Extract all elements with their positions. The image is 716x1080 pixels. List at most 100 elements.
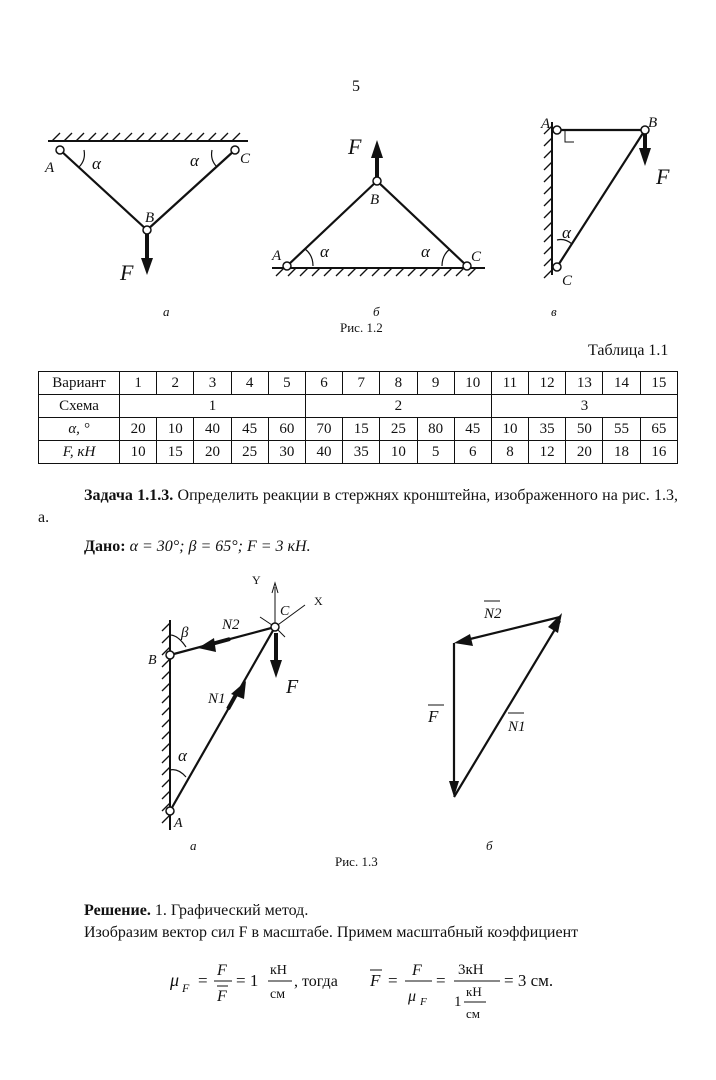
formula-eq4: = [436, 971, 446, 990]
fig12v-F: F [655, 164, 670, 189]
fig12-v: A B F α C в [540, 115, 670, 319]
task-paragraph: Задача 1.1.3. Определить реакции в стерж… [38, 485, 678, 529]
figure-1-3: Y X C N2 β B N1 F α A а N2 F N1 б Рис. 1… [148, 573, 562, 869]
task-text: Определить реакции в стержнях кронштейна… [38, 487, 679, 526]
formula-eq2: = 1 [236, 971, 258, 990]
fig12b-B: B [370, 192, 379, 208]
table-cell: 12 [528, 371, 567, 395]
table-cell: 2 [156, 371, 195, 395]
scale-formula: μ F = F F = 1 кН см , тогда F = F μ F = … [169, 962, 553, 1021]
fig12v-B: B [648, 115, 657, 131]
table-row: Вариант 1 2 3 4 5 6 7 8 9 10 11 12 13 14… [38, 371, 679, 395]
fig12a-F: F [119, 260, 134, 285]
formula-eq1: = [198, 971, 208, 990]
solution-line2: Изобразим вектор сил F в масштабе. Приме… [84, 922, 684, 944]
table-cell: 60 [267, 417, 306, 441]
table-cell: 6 [453, 440, 492, 464]
fig12b-label: б [373, 304, 380, 319]
table-cell: 6 [304, 371, 344, 395]
table-cell: 45 [230, 417, 269, 441]
formula-unit-den: см [270, 987, 285, 1002]
fig12v-label: в [551, 304, 557, 319]
table-cell: 40 [304, 440, 344, 464]
table-cell: 10 [490, 417, 530, 441]
fig12v-A: A [540, 116, 551, 132]
fig12b-A: A [271, 248, 282, 264]
table-cell: 10 [118, 440, 158, 464]
fig13-a: Y X C N2 β B N1 F α A а [148, 573, 323, 853]
table-cell: 11 [490, 371, 530, 395]
table-cell: 15 [639, 371, 679, 395]
formula-den1: F [216, 988, 227, 1005]
formula-den3-num: кН [466, 984, 482, 999]
fig12v-alpha: α [562, 223, 572, 242]
table-cell: 8 [379, 371, 418, 395]
fig12-b: A α α C B F б [271, 134, 485, 319]
table-cell: 55 [602, 417, 641, 441]
formula-lhs: F [369, 971, 381, 990]
fig13-b: N2 F N1 б [427, 600, 562, 853]
fig12a-C: C [240, 151, 251, 167]
solution-step: 1. Графический метод. [154, 902, 309, 919]
fig13a-alpha: α [178, 746, 188, 765]
given-label: Дано: [84, 538, 126, 555]
formula-num1: F [216, 962, 227, 979]
table-cell: 3 [193, 371, 232, 395]
table-cell: 7 [342, 371, 381, 395]
formula-den2-sub: F [419, 996, 427, 1008]
fig13b-N2: N2 [483, 606, 502, 622]
axis-y-label: Y [252, 573, 261, 587]
fig13b-N1: N1 [507, 719, 526, 735]
table-cell: 3 [490, 394, 679, 418]
fig12a-alpha-right: α [190, 151, 200, 170]
table-cell: 10 [156, 417, 195, 441]
table-cell: 5 [416, 440, 455, 464]
table-cell: 40 [193, 417, 232, 441]
fig12b-alpha-right: α [421, 242, 431, 261]
fig13a-A: A [173, 816, 183, 831]
formula-den2: μ [407, 988, 416, 1005]
table-cell: 20 [193, 440, 232, 464]
fig13a-label: а [190, 838, 197, 853]
table-cell: 35 [342, 440, 381, 464]
table-cell: 70 [304, 417, 344, 441]
table-cell: 45 [453, 417, 492, 441]
fig13a-B: B [148, 653, 157, 668]
fig12b-alpha-left: α [320, 242, 330, 261]
fig12a-alpha-left: α [92, 154, 102, 173]
formula-den3-coef: 1 [454, 994, 462, 1010]
task-title: Задача 1.1.3. [84, 487, 174, 504]
table-cell: 13 [565, 371, 604, 395]
formula-result: = 3 см. [504, 971, 553, 990]
fig13b-label: б [486, 838, 493, 853]
table-row: α, ° 20 10 40 45 60 70 15 25 80 45 10 35… [38, 417, 679, 441]
figure-1-2: A α α C B F а A α α C B [44, 115, 670, 335]
table-cell: 18 [602, 440, 641, 464]
fig12-a: A α α C B F а [44, 132, 251, 319]
solution-text: Изобразим вектор сил F в масштабе. Приме… [84, 924, 579, 941]
table-cell: 9 [416, 371, 455, 395]
table-cell: 10 [453, 371, 492, 395]
fig12b-C: C [471, 249, 482, 265]
table-cell: 80 [416, 417, 455, 441]
fig12b-F: F [347, 134, 362, 159]
table-cell: 30 [267, 440, 306, 464]
row-label-alpha: α, ° [38, 417, 120, 441]
fig13a-N2: N2 [221, 617, 240, 633]
solution-title: Решение. [84, 902, 151, 919]
fig13a-F: F [285, 676, 299, 698]
table-cell: 4 [230, 371, 269, 395]
table-cell: 25 [230, 440, 269, 464]
fig13a-C: C [280, 604, 290, 619]
fig12a-B: B [145, 210, 154, 226]
fig12-caption: Рис. 1.2 [340, 320, 383, 335]
formula-then: , тогда [294, 973, 338, 990]
formula-num2: F [411, 962, 422, 979]
table-cell: 2 [304, 394, 492, 418]
table-cell: 8 [490, 440, 530, 464]
table-cell: 15 [156, 440, 195, 464]
table-cell: 20 [565, 440, 604, 464]
fig12a-label: а [163, 304, 170, 319]
formula-eq3: = [388, 971, 398, 990]
table-cell: 50 [565, 417, 604, 441]
